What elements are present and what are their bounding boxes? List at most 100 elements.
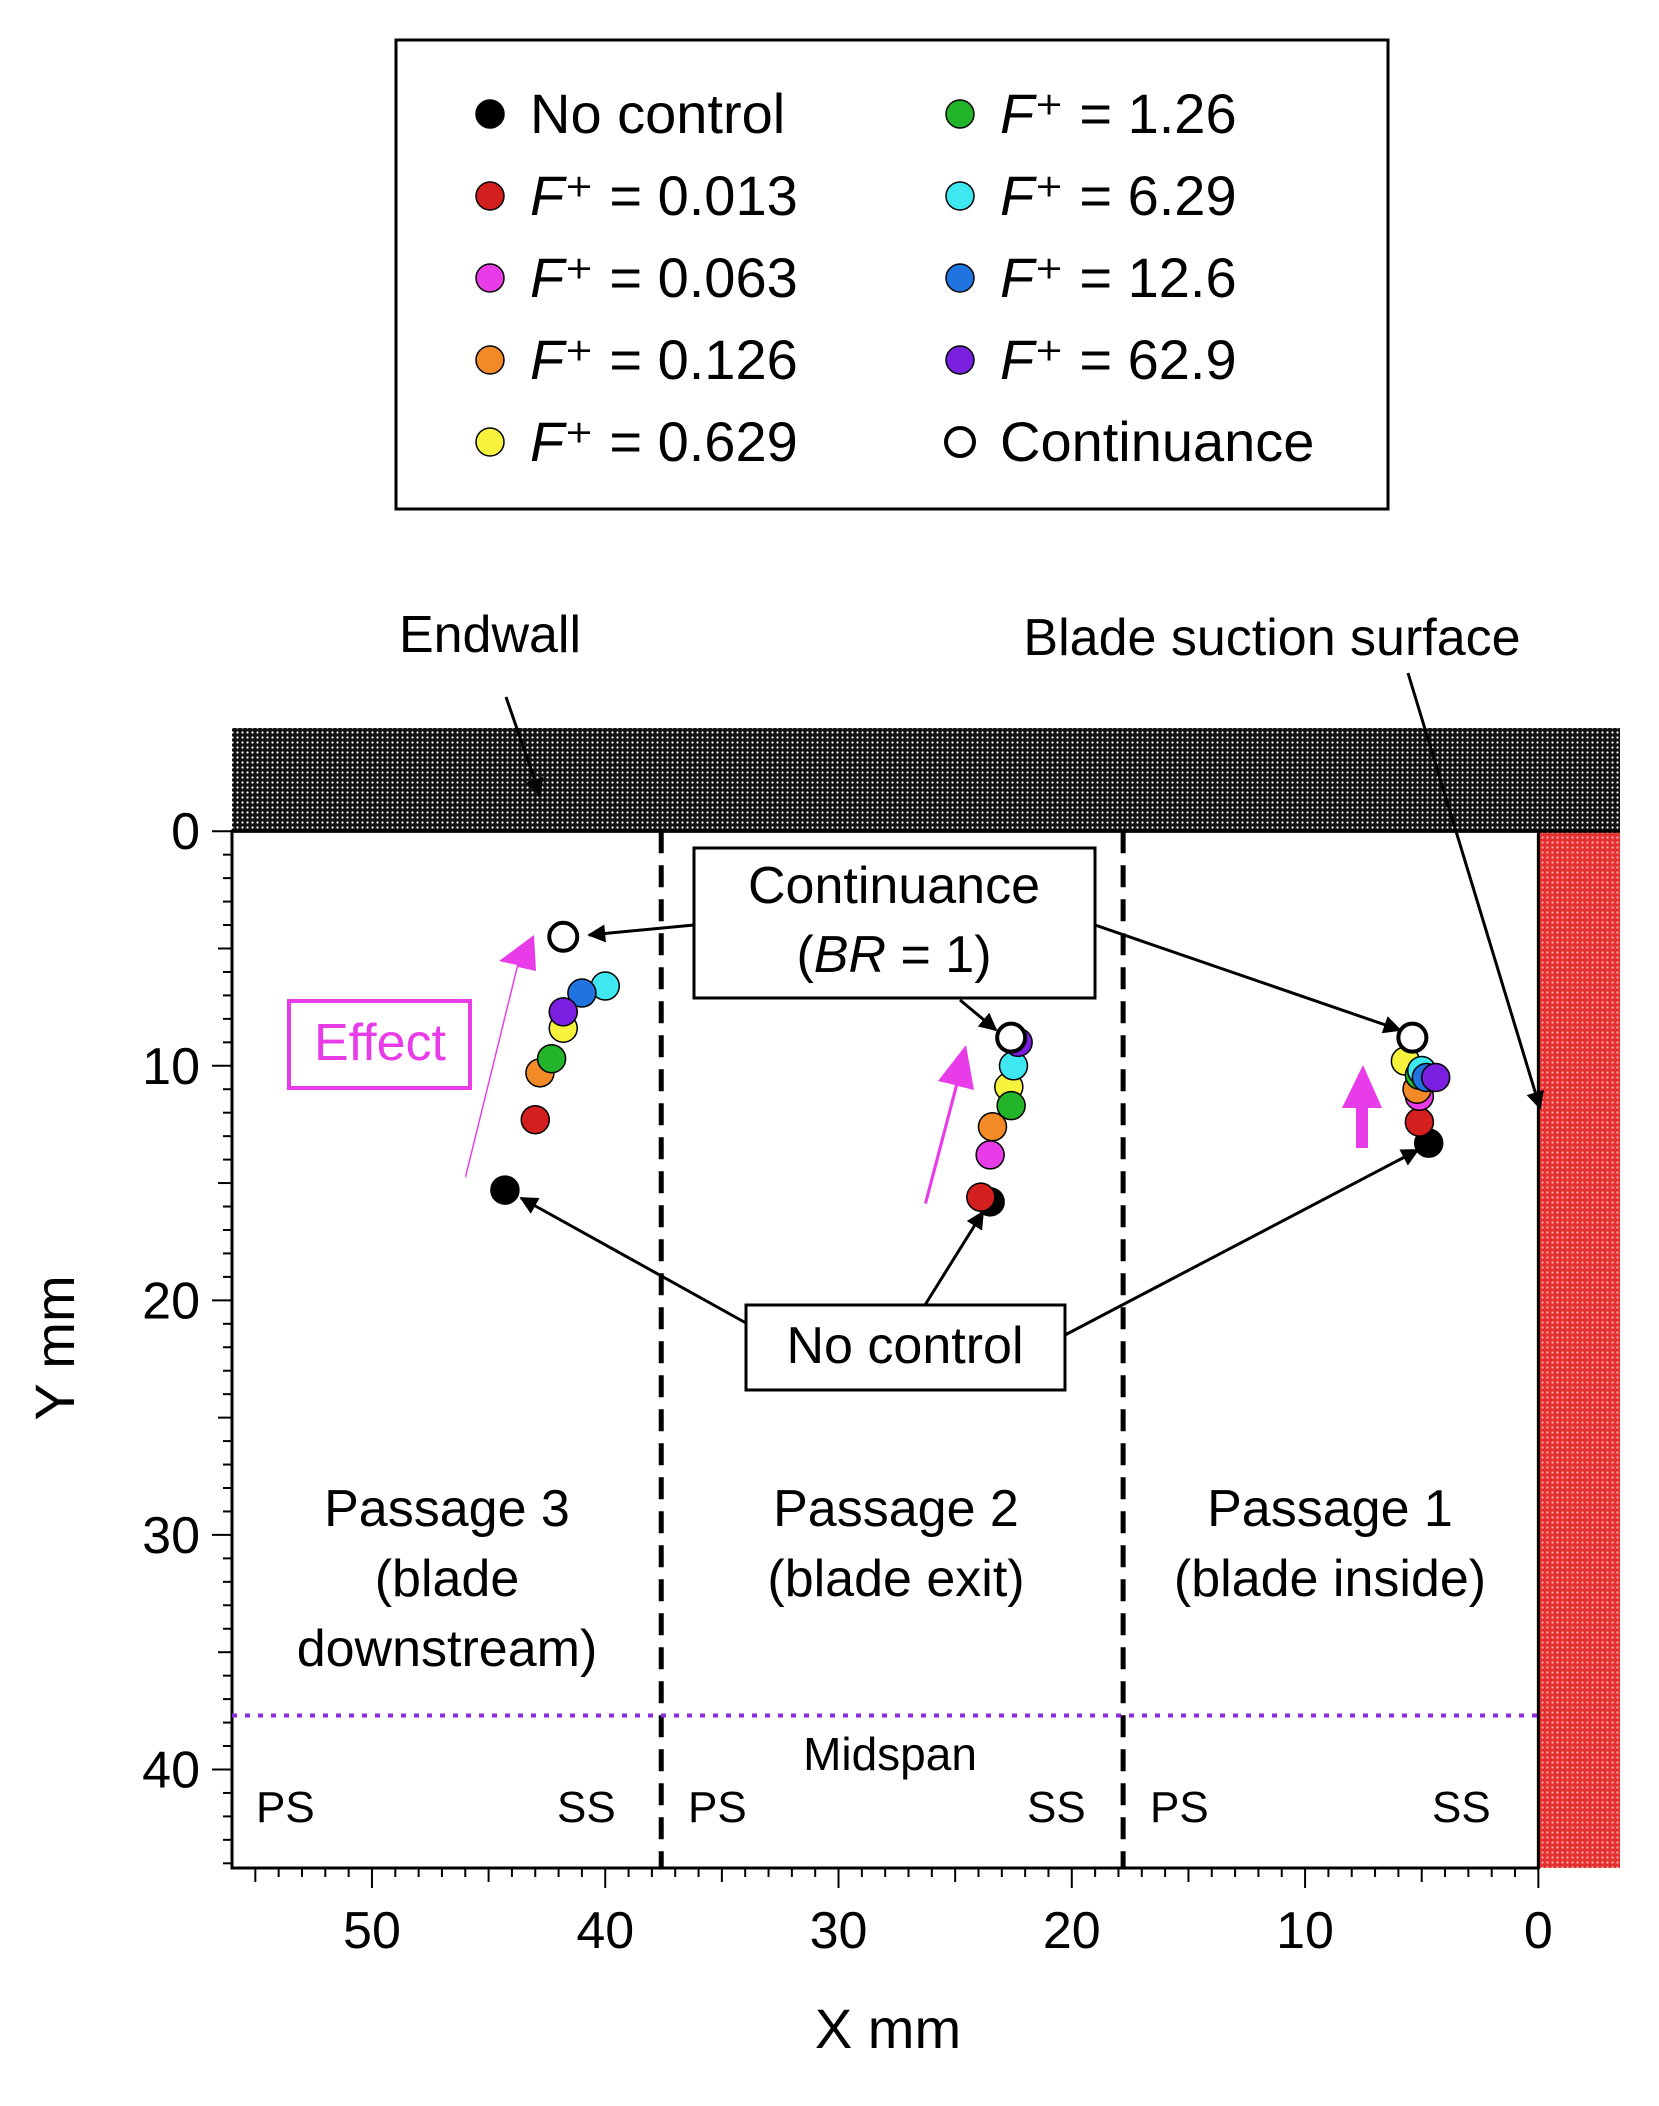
continuance-arrow-passage-3 [587,923,695,943]
endwall-region [232,728,1620,832]
blade-pointer-arrow [1406,672,1544,1110]
ps-ss-labels: PS SS PS SS PS SS [256,1783,1491,1832]
annotation-arrows [504,672,1544,1337]
y-tick-label: 40 [142,1741,200,1799]
legend-italic-f0126: F [530,328,567,391]
x-tick-label: 10 [1276,1902,1334,1960]
x-tick-label: 20 [1043,1902,1101,1960]
x-tick-label: 0 [1524,1902,1553,1960]
legend-marker-f629b [945,345,975,375]
passage-1-line-1: Passage 1 [1207,1480,1453,1538]
legend-label-no_control: No control [530,82,785,145]
y-axis-label: Y mm [23,1275,86,1420]
legend-italic-f629b: F [1000,328,1037,391]
br-rest: = 1) [886,926,992,984]
legend-marker-f0629 [475,427,505,457]
legend-marker-f126b [945,263,975,293]
effect-label-box: Effect [287,999,472,1090]
legend-marker-no_control [475,99,505,129]
passage-3-line-1: Passage 3 [324,1480,570,1538]
continuance-arrow-passage-1 [1094,923,1402,1034]
data-point-f126 [536,1043,567,1074]
no-control-box-label: No control [787,1317,1024,1375]
ps-label-passage-1: PS [1150,1783,1209,1832]
effect-arrow-passage-1 [1342,1065,1382,1148]
passage-1-line-2: (blade inside) [1174,1550,1486,1608]
data-point-f0013 [1404,1107,1435,1137]
data-point-f629b [1420,1062,1451,1093]
y-tick-label: 20 [142,1272,200,1330]
legend-frame [394,38,1390,511]
passage-3-line-2: (blade [375,1550,520,1608]
legend-italic-f629: F [1000,164,1037,227]
y-tick-label: 10 [142,1038,200,1096]
data-points [490,920,1451,1217]
ps-label-passage-3: PS [256,1783,315,1832]
passage-1-label: Passage 1 (blade inside) [1174,1480,1486,1608]
legend-text-f629: ⁺ = 6.29 [1034,164,1236,227]
continuance-box-frame [692,846,1097,1000]
legend-marker-f629 [945,181,975,211]
data-point-f126b [567,978,597,1008]
y-tick-label: 30 [142,1507,200,1565]
no-control-box-frame [744,1303,1067,1392]
ss-label-passage-3: SS [557,1783,616,1832]
x-axis-ticks: 50 40 30 20 10 0 [254,1868,1553,1960]
legend-label-continuance: Continuance [1000,410,1314,473]
data-point-f126 [996,1090,1026,1121]
data-point-f0063 [975,1140,1005,1170]
legend-italic-f126b: F [1000,246,1037,309]
passage-3-line-3: downstream) [297,1620,598,1678]
legend-text-f0126: ⁺ = 0.126 [564,328,798,391]
legend-marker-f126 [945,99,975,129]
data-point-continuance [547,920,580,953]
continuance-arrow-passage-2 [959,998,998,1032]
legend-text-f0013: ⁺ = 0.013 [564,164,798,227]
br-italic: BR [814,926,886,984]
data-point-f0013 [520,1104,551,1135]
ss-label-passage-2: SS [1027,1783,1086,1832]
data-point-continuance [995,1021,1028,1054]
legend-label-f629b: F⁺ = 62.9 [1000,328,1237,391]
data-point-f629b [548,997,579,1027]
passage-2-label: Passage 2 (blade exit) [767,1480,1024,1608]
legend-label-f0629: F⁺ = 0.629 [530,410,798,473]
legend-text-f0063: ⁺ = 0.063 [564,246,798,309]
br-open: ( [796,926,814,984]
legend-text-no_control: No control [530,82,785,145]
ss-label-passage-1: SS [1432,1783,1491,1832]
legend-label-f126: F⁺ = 1.26 [1000,82,1237,145]
legend-italic-f0063: F [530,246,567,309]
effect-arrow-passage-2 [924,1045,974,1204]
legend-marker-f0013 [475,181,505,211]
data-point-continuance [1396,1021,1429,1054]
legend-label-f0013: F⁺ = 0.013 [530,164,798,227]
x-tick-label: 40 [576,1902,634,1960]
passage-3-label: Passage 3 (blade downstream) [297,1480,598,1678]
x-tick-label: 50 [343,1902,401,1960]
effect-box-frame [287,999,472,1090]
legend-label-f0126: F⁺ = 0.126 [530,328,798,391]
blade-suction-surface-label: Blade suction surface [1023,609,1520,667]
endwall-pointer-arrow [504,696,544,797]
continuance-box-line-2: (BR = 1) [796,926,991,984]
legend-label-f0063: F⁺ = 0.063 [530,246,798,309]
legend-text-f629b: ⁺ = 62.9 [1034,328,1236,391]
legend-italic-f0013: F [530,164,567,227]
effect-arrows [465,935,1382,1204]
no-control-box: No control [744,1303,1067,1392]
legend-text-f126b: ⁺ = 12.6 [1034,246,1236,309]
midspan-label: Midspan [803,1728,977,1780]
x-tick-label: 30 [810,1902,868,1960]
effect-arrow-passage-3 [465,935,536,1178]
passage-dividers [658,831,1126,1868]
legend-text-f0629: ⁺ = 0.629 [564,410,798,473]
legend-label-f629: F⁺ = 6.29 [1000,164,1237,227]
x-axis-label: X mm [815,1997,961,2060]
legend-marker-continuance [944,426,976,458]
ps-label-passage-2: PS [688,1783,747,1832]
no-control-arrow-passage-3 [519,1196,747,1325]
continuance-box-line-1: Continuance [748,857,1040,915]
